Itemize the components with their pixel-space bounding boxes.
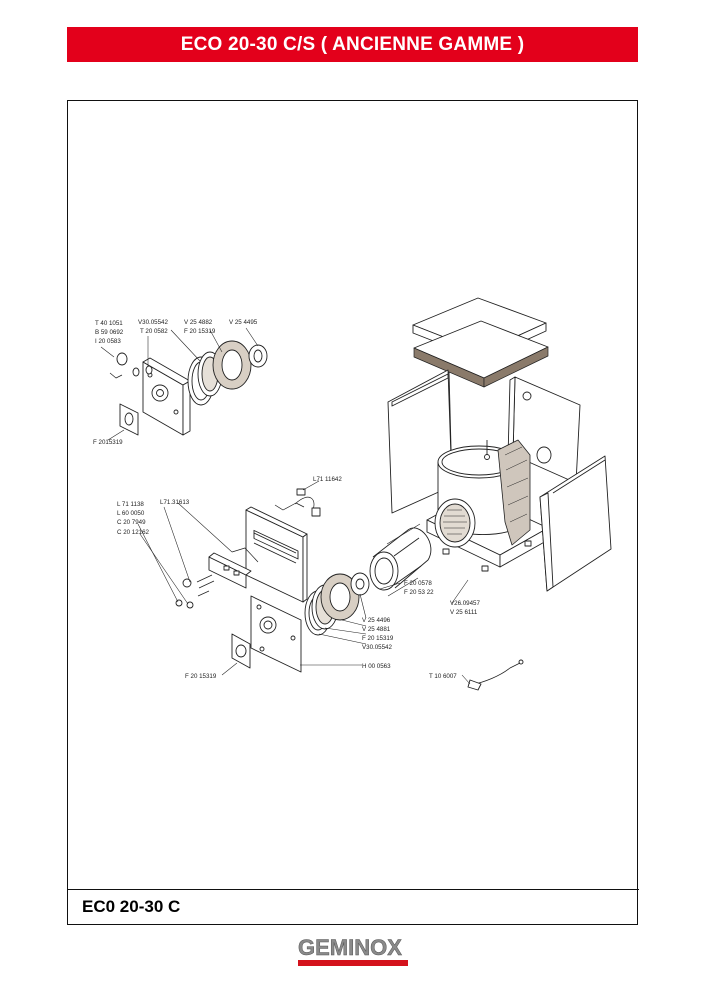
part-label: F 20 53 22 [404, 589, 434, 596]
part-label: F 20 15319 [185, 673, 217, 680]
gasket-rings-upper [187, 340, 268, 406]
part-label: F 20 15319 [362, 635, 394, 642]
page-title-banner: ECO 20-30 C/S ( ANCIENNE GAMME ) [67, 27, 638, 62]
part-label: C 20 7949 [117, 519, 146, 526]
part-label: I 20 0583 [95, 338, 121, 345]
burner-plate-lower [250, 595, 302, 673]
model-label: EC0 20-30 C [82, 897, 181, 916]
part-label: V 25 4882 [184, 319, 213, 326]
casing-top-lid [412, 297, 549, 388]
gasket-bottom-left [231, 633, 251, 669]
part-label: V 25 4496 [362, 617, 391, 624]
part-label: T 10 6007 [429, 673, 457, 680]
part-label: V 25 4881 [362, 626, 391, 633]
part-label: L71 11642 [313, 476, 342, 483]
part-label: F 20 0578 [404, 580, 432, 587]
page-title: ECO 20-30 C/S ( ANCIENNE GAMME ) [180, 33, 525, 55]
burner-cylinder [369, 523, 432, 597]
leader-lines [100, 327, 471, 685]
part-label: L 60 0050 [117, 510, 145, 517]
logo-underline [298, 960, 408, 966]
casing-left-panel [387, 369, 453, 514]
geminox-logo: GEMINOX [298, 935, 408, 966]
part-label: L71.31613 [160, 499, 190, 506]
logo-wordmark: GEMINOX [298, 935, 402, 960]
part-label: F 20 15319 [184, 328, 216, 335]
part-label: V 25 6111 [450, 609, 478, 616]
part-label: V30.05542 [138, 319, 168, 326]
part-label: H 00 0563 [362, 663, 391, 670]
part-label: T 20 0582 [140, 328, 168, 335]
burner-plate-upper [109, 352, 191, 436]
part-label: C 20 12162 [117, 529, 150, 536]
part-label: L 71 1138 [117, 501, 144, 508]
part-label: V26.09457 [450, 600, 480, 607]
boiler-body [426, 439, 549, 572]
part-label: V 25 4495 [229, 319, 258, 326]
part-label: V30.05542 [362, 644, 392, 651]
control-panel [245, 488, 321, 603]
part-labels: T 40 1051 B 59 0692 I 20 0583 V30.05542 … [93, 319, 480, 680]
diagram-frame [67, 100, 638, 925]
control-block [175, 547, 259, 609]
part-label: B 59 0692 [95, 329, 124, 336]
gasket-rings-mid [304, 572, 370, 636]
part-label: F 2015319 [93, 439, 123, 446]
casing-front-right-panel [539, 455, 612, 592]
sensor-probe [467, 659, 524, 691]
part-label: T 40 1051 [95, 320, 123, 327]
footer-divider [67, 889, 639, 890]
